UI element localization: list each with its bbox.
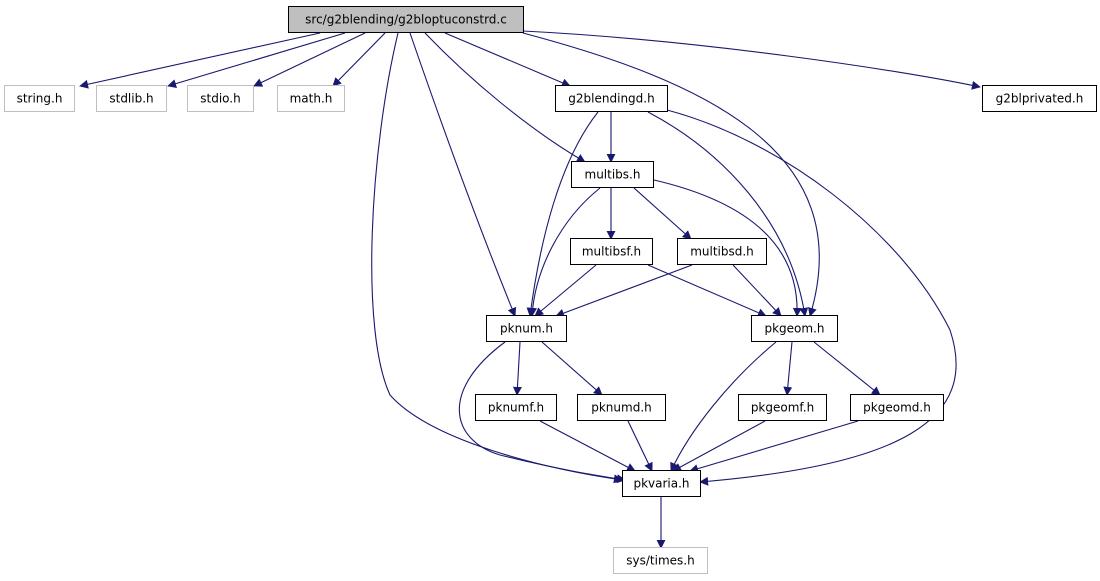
edge-pkgeomd-pkvaria (689, 420, 859, 474)
node-label-math: math.h (290, 92, 333, 106)
node-label-pkgeomd: pkgeomd.h (863, 401, 931, 415)
edge-root-pkgeom (522, 32, 820, 317)
node-box-root (288, 6, 524, 33)
node-g2blendingd[interactable]: g2blendingd.h (555, 85, 668, 112)
edge-root-string (79, 32, 321, 89)
node-box-systimes (613, 547, 708, 574)
edge-multibs-pkgeom (653, 179, 802, 317)
node-g2blprivated[interactable]: g2blprivated.h (982, 85, 1097, 112)
edge-root-g2blendingd (444, 32, 571, 87)
node-layer: src/g2blending/g2bloptuconstrd.c string.h… (4, 6, 1097, 574)
node-box-string (4, 85, 75, 112)
node-label-multibs: multibs.h (585, 168, 641, 182)
node-pknumd[interactable]: pknumd.h (577, 394, 666, 421)
edge-pknum-pknumf (512, 341, 522, 396)
edge-multibsd-pkgeom (732, 264, 782, 317)
edge-root-multibs (424, 32, 586, 163)
node-box-stdio (187, 85, 254, 112)
edge-pknum-pkvaria (458, 341, 626, 484)
node-pknumf[interactable]: pknumf.h (475, 394, 557, 421)
edge-root-g2blprivated (522, 30, 981, 90)
edge-pkgeom-pkgeomf (783, 341, 793, 396)
node-label-pknum: pknum.h (500, 322, 553, 336)
node-label-root: src/g2blending/g2bloptuconstrd.c (305, 13, 507, 27)
node-box-pknumd (577, 394, 666, 421)
edge-pkgeomf-pkvaria (672, 420, 766, 472)
edge-g2blendingd-pkvaria (666, 109, 957, 486)
node-pknum[interactable]: pknum.h (486, 315, 567, 342)
node-box-pkvaria (622, 470, 701, 497)
node-root[interactable]: src/g2blending/g2bloptuconstrd.c (288, 6, 524, 33)
node-label-string: string.h (17, 92, 63, 106)
edge-root-stdio (253, 32, 366, 87)
node-box-pkgeom (751, 315, 838, 342)
edge-layer (79, 30, 981, 549)
node-box-g2blprivated (982, 85, 1097, 112)
node-label-pkgeom: pkgeom.h (764, 322, 824, 336)
node-multibsd[interactable]: multibsd.h (677, 238, 767, 265)
node-label-stdio: stdio.h (200, 92, 240, 106)
node-label-stdlib: stdlib.h (109, 92, 153, 106)
node-box-multibs (571, 161, 654, 188)
edge-multibsd-pknum (555, 264, 693, 318)
node-pkgeomf[interactable]: pkgeomf.h (738, 394, 827, 421)
edge-pknum-pknumd (541, 341, 603, 396)
node-label-g2blprivated: g2blprivated.h (996, 92, 1084, 106)
node-multibsf[interactable]: multibsf.h (570, 238, 653, 265)
node-box-multibsd (677, 238, 767, 265)
edge-g2blendingd-pkgeom (647, 111, 809, 317)
edge-multibsf-pknum (534, 264, 597, 317)
edge-multibsf-pkgeom (647, 264, 767, 317)
node-box-math (277, 85, 345, 112)
node-box-stdlib (96, 85, 167, 112)
node-math[interactable]: math.h (277, 85, 345, 112)
node-label-systimes: sys/times.h (626, 554, 694, 568)
node-label-pknumf: pknumf.h (488, 401, 544, 415)
edge-pkgeom-pkvaria (670, 341, 777, 472)
edge-pkgeom-pkgeomd (813, 341, 881, 396)
edge-pknumf-pkvaria (539, 420, 636, 472)
node-box-multibsf (570, 238, 653, 265)
node-label-multibsf: multibsf.h (582, 245, 641, 259)
node-label-pknumd: pknumd.h (591, 401, 652, 415)
edge-root-pknum (409, 32, 517, 317)
node-pkgeom[interactable]: pkgeom.h (751, 315, 838, 342)
node-box-pkgeomd (850, 394, 944, 421)
node-pkgeomd[interactable]: pkgeomd.h (850, 394, 944, 421)
node-multibs[interactable]: multibs.h (571, 161, 654, 188)
node-box-g2blendingd (555, 85, 668, 112)
edge-root-math (332, 32, 386, 87)
node-box-pkgeomf (738, 394, 827, 421)
node-label-pkvaria: pkvaria.h (633, 477, 689, 491)
edge-multibs-pknum (528, 187, 601, 317)
edge-root-stdlib (167, 32, 346, 88)
node-label-pkgeomf: pkgeomf.h (751, 401, 814, 415)
node-systimes[interactable]: sys/times.h (613, 547, 708, 574)
node-label-multibsd: multibsd.h (690, 245, 754, 259)
edge-pknumd-pkvaria (627, 420, 653, 472)
node-stdio[interactable]: stdio.h (187, 85, 254, 112)
node-label-g2blendingd: g2blendingd.h (568, 92, 654, 106)
node-stdlib[interactable]: stdlib.h (96, 85, 167, 112)
node-pkvaria[interactable]: pkvaria.h (622, 470, 701, 497)
node-box-pknum (486, 315, 567, 342)
node-box-pknumf (475, 394, 557, 421)
edge-multibs-multibsd (633, 187, 692, 240)
edge-g2blendingd-pknum (526, 111, 599, 317)
node-string[interactable]: string.h (4, 85, 75, 112)
